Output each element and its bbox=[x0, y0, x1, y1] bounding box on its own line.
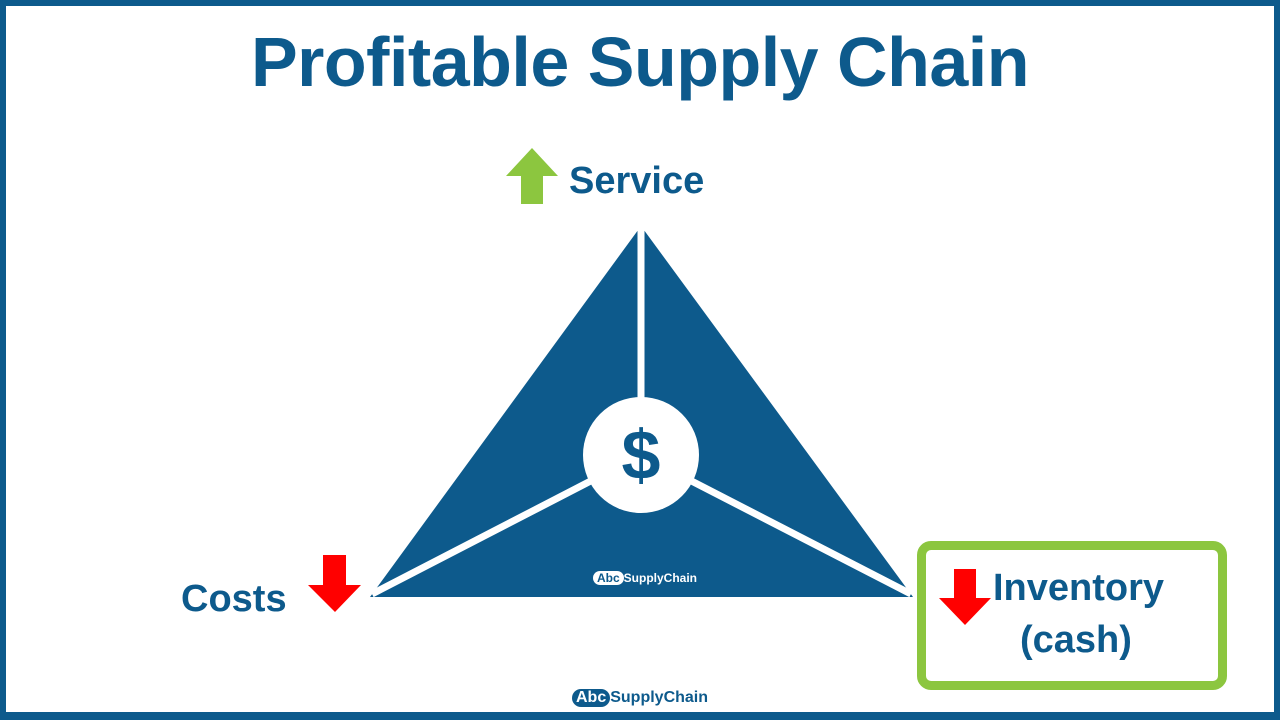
label-service: Service bbox=[569, 160, 705, 202]
logo-abc: Abc bbox=[572, 689, 611, 707]
logo-name: SupplyChain bbox=[610, 689, 709, 706]
logo-name: SupplyChain bbox=[623, 571, 698, 585]
inventory-highlight-box bbox=[917, 541, 1227, 690]
label-inventory: Inventory bbox=[993, 567, 1165, 609]
center-circle bbox=[583, 397, 699, 513]
label-inventory-cash: (cash) bbox=[1020, 619, 1132, 661]
logo-abc: Abc bbox=[593, 571, 624, 585]
arrow-down-icon bbox=[308, 555, 361, 612]
dollar-icon: $ bbox=[621, 416, 661, 494]
label-costs: Costs bbox=[181, 578, 287, 620]
page-title: Profitable Supply Chain bbox=[250, 23, 1030, 101]
logo-footer: Abc SupplyChain bbox=[572, 689, 708, 707]
arrow-down-icon bbox=[939, 569, 991, 625]
arrow-up-icon bbox=[506, 148, 558, 204]
logo-in-triangle: Abc SupplyChain bbox=[593, 571, 697, 585]
